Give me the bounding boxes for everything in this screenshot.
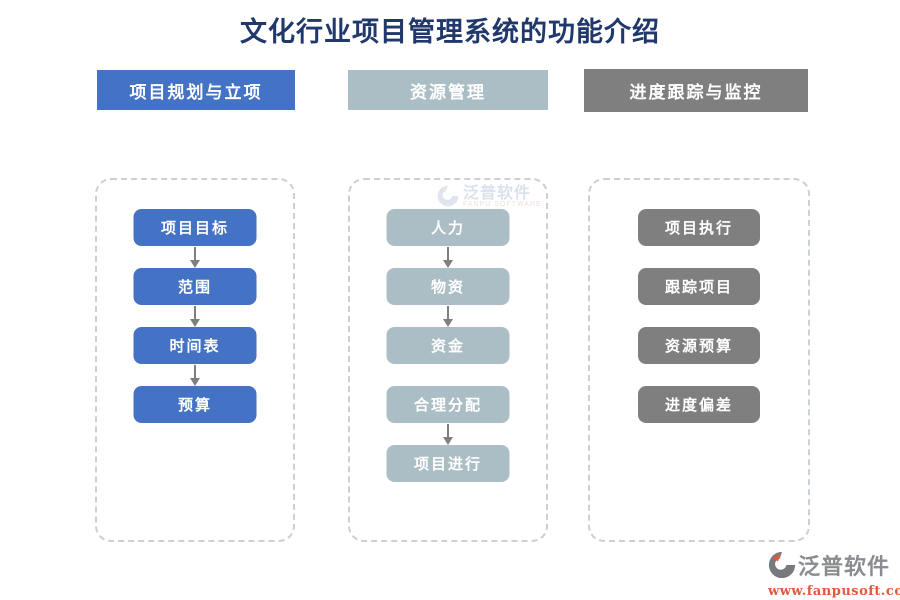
- node-project-execution: 项目执行: [638, 209, 760, 246]
- arrow-down-icon: [442, 306, 454, 327]
- lane-resources: 人力 物资 资金 合理分配 项目进行: [348, 178, 548, 542]
- column-header-tracking: 进度跟踪与监控: [584, 69, 808, 112]
- node-schedule: 时间表: [133, 327, 257, 364]
- node-rational-allocation: 合理分配: [386, 386, 510, 423]
- arrow-down-icon: [442, 424, 454, 445]
- fanpu-logo-icon: [768, 551, 796, 583]
- column-header-resources: 资源管理: [348, 70, 548, 110]
- node-materials: 物资: [386, 268, 510, 305]
- arrow-down-icon: [442, 247, 454, 268]
- node-funds: 资金: [386, 327, 510, 364]
- node-resource-budget: 资源预算: [638, 327, 760, 364]
- node-manpower: 人力: [386, 209, 510, 246]
- node-project-goal: 项目目标: [133, 209, 257, 246]
- node-project-in-progress: 项目进行: [386, 445, 510, 482]
- brand-logo: 泛普软件 www.fanpusoft.com: [768, 551, 900, 599]
- brand-url: www.fanpusoft.com: [768, 584, 900, 599]
- node-budget: 预算: [133, 386, 257, 423]
- brand-name: 泛普软件: [798, 554, 891, 580]
- node-track-project: 跟踪项目: [638, 268, 760, 305]
- lane-planning: 项目目标 范围 时间表 预算: [95, 178, 295, 542]
- page-title: 文化行业项目管理系统的功能介绍: [240, 17, 660, 48]
- arrow-down-icon: [189, 365, 201, 386]
- lane-tracking: 项目执行 跟踪项目 资源预算 进度偏差: [588, 178, 810, 542]
- column-header-planning: 项目规划与立项: [97, 70, 295, 110]
- arrow-down-icon: [189, 247, 201, 268]
- arrow-down-icon: [189, 306, 201, 327]
- node-scope: 范围: [133, 268, 257, 305]
- node-progress-deviation: 进度偏差: [638, 386, 760, 423]
